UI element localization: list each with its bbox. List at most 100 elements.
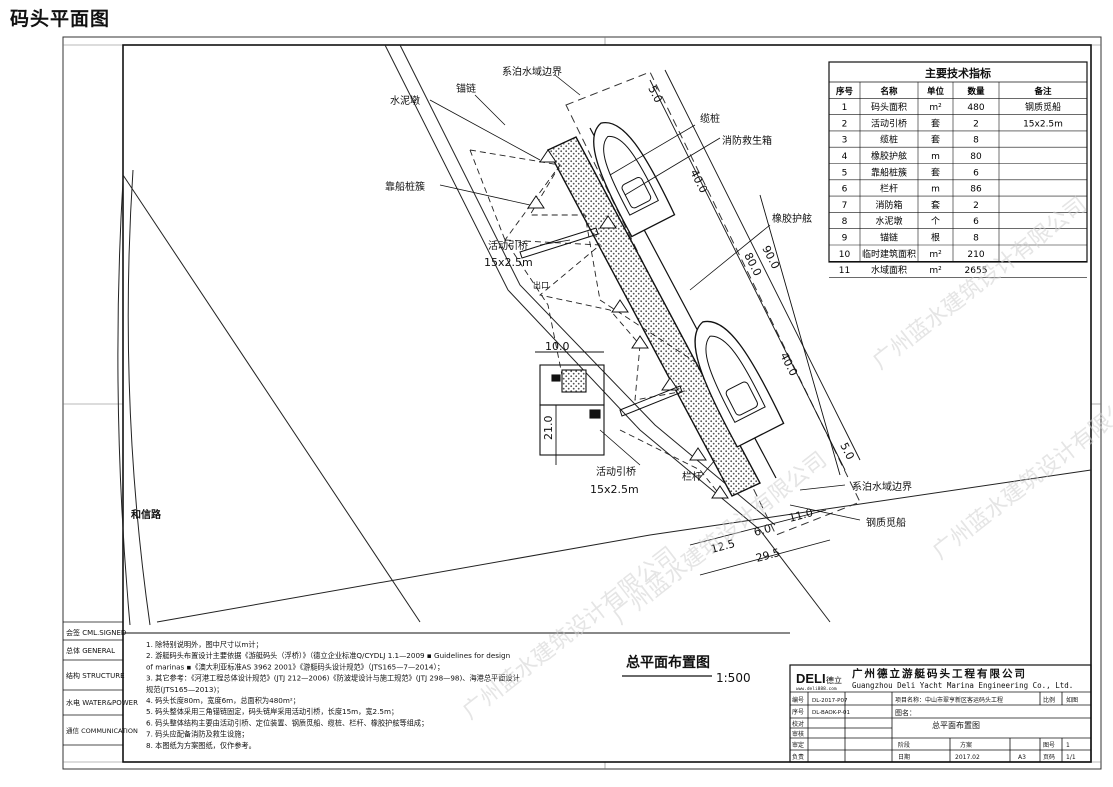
sidebar-row: 会签 CML.SIGNED	[66, 628, 126, 637]
tech-table-cell: 橡胶护舷	[871, 150, 907, 162]
drawing-scale: 1:500	[716, 671, 751, 685]
drawing-frame	[122, 44, 1092, 763]
tech-table-cell: 6	[973, 217, 979, 227]
tech-table-cell: 3	[842, 136, 848, 146]
tech-table-cell: 2	[973, 119, 979, 129]
dimension-lines	[535, 69, 861, 576]
drawing-title: 总平面布置图	[626, 654, 710, 671]
label-exit: 出口	[533, 280, 549, 290]
design-label: 阶段	[898, 741, 910, 749]
tech-table-cell: 临时建筑面积	[862, 248, 916, 260]
date-value: 2017.02	[955, 754, 980, 761]
tb-label: 校对	[792, 720, 804, 728]
project-name: 中山市翠亨新区客运码头工程	[925, 696, 1003, 704]
note-line: 8. 本图纸为方案图纸，仅作参考。	[146, 741, 256, 750]
company-logo-sub: 德立	[826, 675, 842, 685]
sidebar-row: 通信 COMMUNICATION	[66, 726, 138, 735]
note-line: 1. 除特别说明外，图中尺寸以m计；	[146, 640, 263, 649]
gangways	[519, 227, 683, 417]
sidebar-row: 总体 GENERAL	[66, 646, 115, 655]
dim-5-top: 5.0	[645, 83, 665, 104]
tech-table-cell: m²	[929, 103, 942, 113]
tech-table-cell: 根	[931, 232, 940, 244]
label-cement-pier: 水泥墩	[390, 94, 420, 107]
tech-table-cell: 86	[970, 185, 982, 195]
road-lines	[117, 44, 1092, 626]
tech-table-cell: m²	[929, 250, 942, 260]
tech-table-cell: 锚链	[880, 232, 898, 244]
project-label: 项目名称：	[895, 696, 925, 704]
watermarks: 广州蓝水建筑设计有限公司 广州蓝水建筑设计有限公司 广州蓝水建筑设计有限公司 广…	[458, 192, 1113, 724]
tech-table-cell: 消防箱	[875, 199, 902, 211]
notes-block: 1. 除特别说明外，图中尺寸以m计； 2. 游艇码头布置设计主要依据《游艇码头（浮…	[146, 640, 520, 750]
sheet-value: 1	[1066, 742, 1070, 749]
tech-table-cell: 水域面积	[871, 264, 907, 276]
tech-table-cell: 活动引桥	[871, 117, 907, 129]
tech-table-cell: 480	[967, 103, 984, 113]
tech-table	[828, 61, 1088, 263]
company-logo: DELI	[796, 671, 826, 686]
tech-table-cell: 栏杆	[880, 183, 898, 195]
label-mooring-boundary-bottom: 系泊水域边界	[852, 480, 912, 493]
phase-value: 如图	[1066, 696, 1078, 704]
tech-table-title: 主要技术指标	[925, 66, 991, 80]
tech-table-cell: 1	[842, 103, 848, 113]
note-line: 规范(JTS165—2013)；	[146, 685, 223, 694]
tech-table-cell: 6	[842, 185, 848, 195]
tech-table-cell: 9	[842, 234, 848, 244]
tech-table-cell: 210	[967, 250, 984, 260]
tech-table-cell: 个	[931, 216, 940, 227]
dim-21: 21.0	[542, 416, 555, 441]
yacht-bottom	[694, 320, 785, 448]
tech-table-cell: 2	[973, 201, 979, 211]
tech-table-header: 数量	[967, 86, 985, 97]
tech-table-header: 单位	[927, 86, 945, 97]
tech-table-header: 备注	[1033, 86, 1052, 97]
label-mooring-pile: 靠船桩簇	[385, 180, 425, 193]
tech-table-cell: 8	[842, 217, 848, 227]
tech-table-cell: m	[931, 185, 940, 195]
watermark: 广州蓝水建筑设计有限公司	[928, 382, 1113, 564]
dim-10: 10.0	[545, 340, 570, 353]
dim-80: 80.0	[741, 250, 764, 278]
label-steel-boat: 钢质觅船	[866, 516, 906, 529]
tech-table-cell: 10	[839, 250, 851, 260]
tech-table-cell: 套	[931, 199, 940, 211]
figure-label: 图名：	[895, 708, 916, 717]
dim-90: 90.0	[759, 243, 782, 271]
note-line: 2. 游艇码头布置设计主要依据《游艇码头（浮桥）》（德立企业标准Q/CYDLJ …	[146, 651, 510, 660]
note-line: 5. 码头整体采用三角锚链固定，码头链岸采用活动引桥，长度15m，宽2.5m；	[146, 707, 398, 716]
sub-number: DL-BAOK-P-01	[812, 710, 850, 716]
company-name-en: Guangzhou Deli Yacht Marina Engineering …	[852, 681, 1073, 690]
tb-label: 编号	[792, 696, 804, 704]
tech-table-cell: m	[931, 152, 940, 162]
tech-table-cell: 靠船桩簇	[871, 166, 907, 178]
tech-table-cell: 套	[931, 166, 940, 178]
note-line: of marinas ▪《澳大利亚标准AS 3962 2001》《游艇码头设计规…	[146, 662, 444, 671]
dim-40-top: 40.0	[687, 167, 710, 195]
label-gangway-bottom: 活动引桥	[596, 466, 636, 478]
tech-table-cell: 套	[931, 117, 940, 129]
road-name: 和信路	[130, 508, 162, 521]
tech-table-cell: m²	[929, 266, 942, 276]
design-value: 方案	[960, 741, 972, 749]
tech-table-cell: 套	[931, 134, 940, 146]
note-line: 4. 码头长度80m，宽度6m，总面积为480m²；	[146, 696, 300, 705]
date-label: 日期	[898, 753, 910, 761]
tb-label: 审定	[792, 741, 804, 749]
figure-name: 总平面布置图	[932, 720, 980, 730]
dim-5-bottom: 5.0	[837, 440, 857, 461]
tech-table-cell: 2	[842, 119, 848, 129]
leader-lines	[429, 74, 861, 521]
tech-table-cell: 缆桩	[880, 134, 898, 146]
tb-label: 负责	[792, 753, 804, 761]
label-fire-box: 消防救生箱	[722, 134, 772, 147]
note-line: 3. 其它参考：《河港工程总体设计规范》(JTJ 212—2006)《防波堤设计…	[146, 674, 520, 683]
note-line: 6. 码头整体结构主要由活动引桥、定位装置、钢质觅船、缆桩、栏杆、橡胶护舷等组成…	[146, 718, 428, 727]
label-gangway-top: 活动引桥	[488, 240, 528, 252]
sidebar-row: 水电 WATER&POWER	[66, 698, 138, 707]
phase-label: 比例	[1043, 696, 1055, 704]
label-gangway-top-size: 15x2.5m	[484, 256, 533, 269]
sidebar-block: 会签 CML.SIGNED 总体 GENERAL 结构 STRUCTURE 水电…	[63, 621, 138, 746]
